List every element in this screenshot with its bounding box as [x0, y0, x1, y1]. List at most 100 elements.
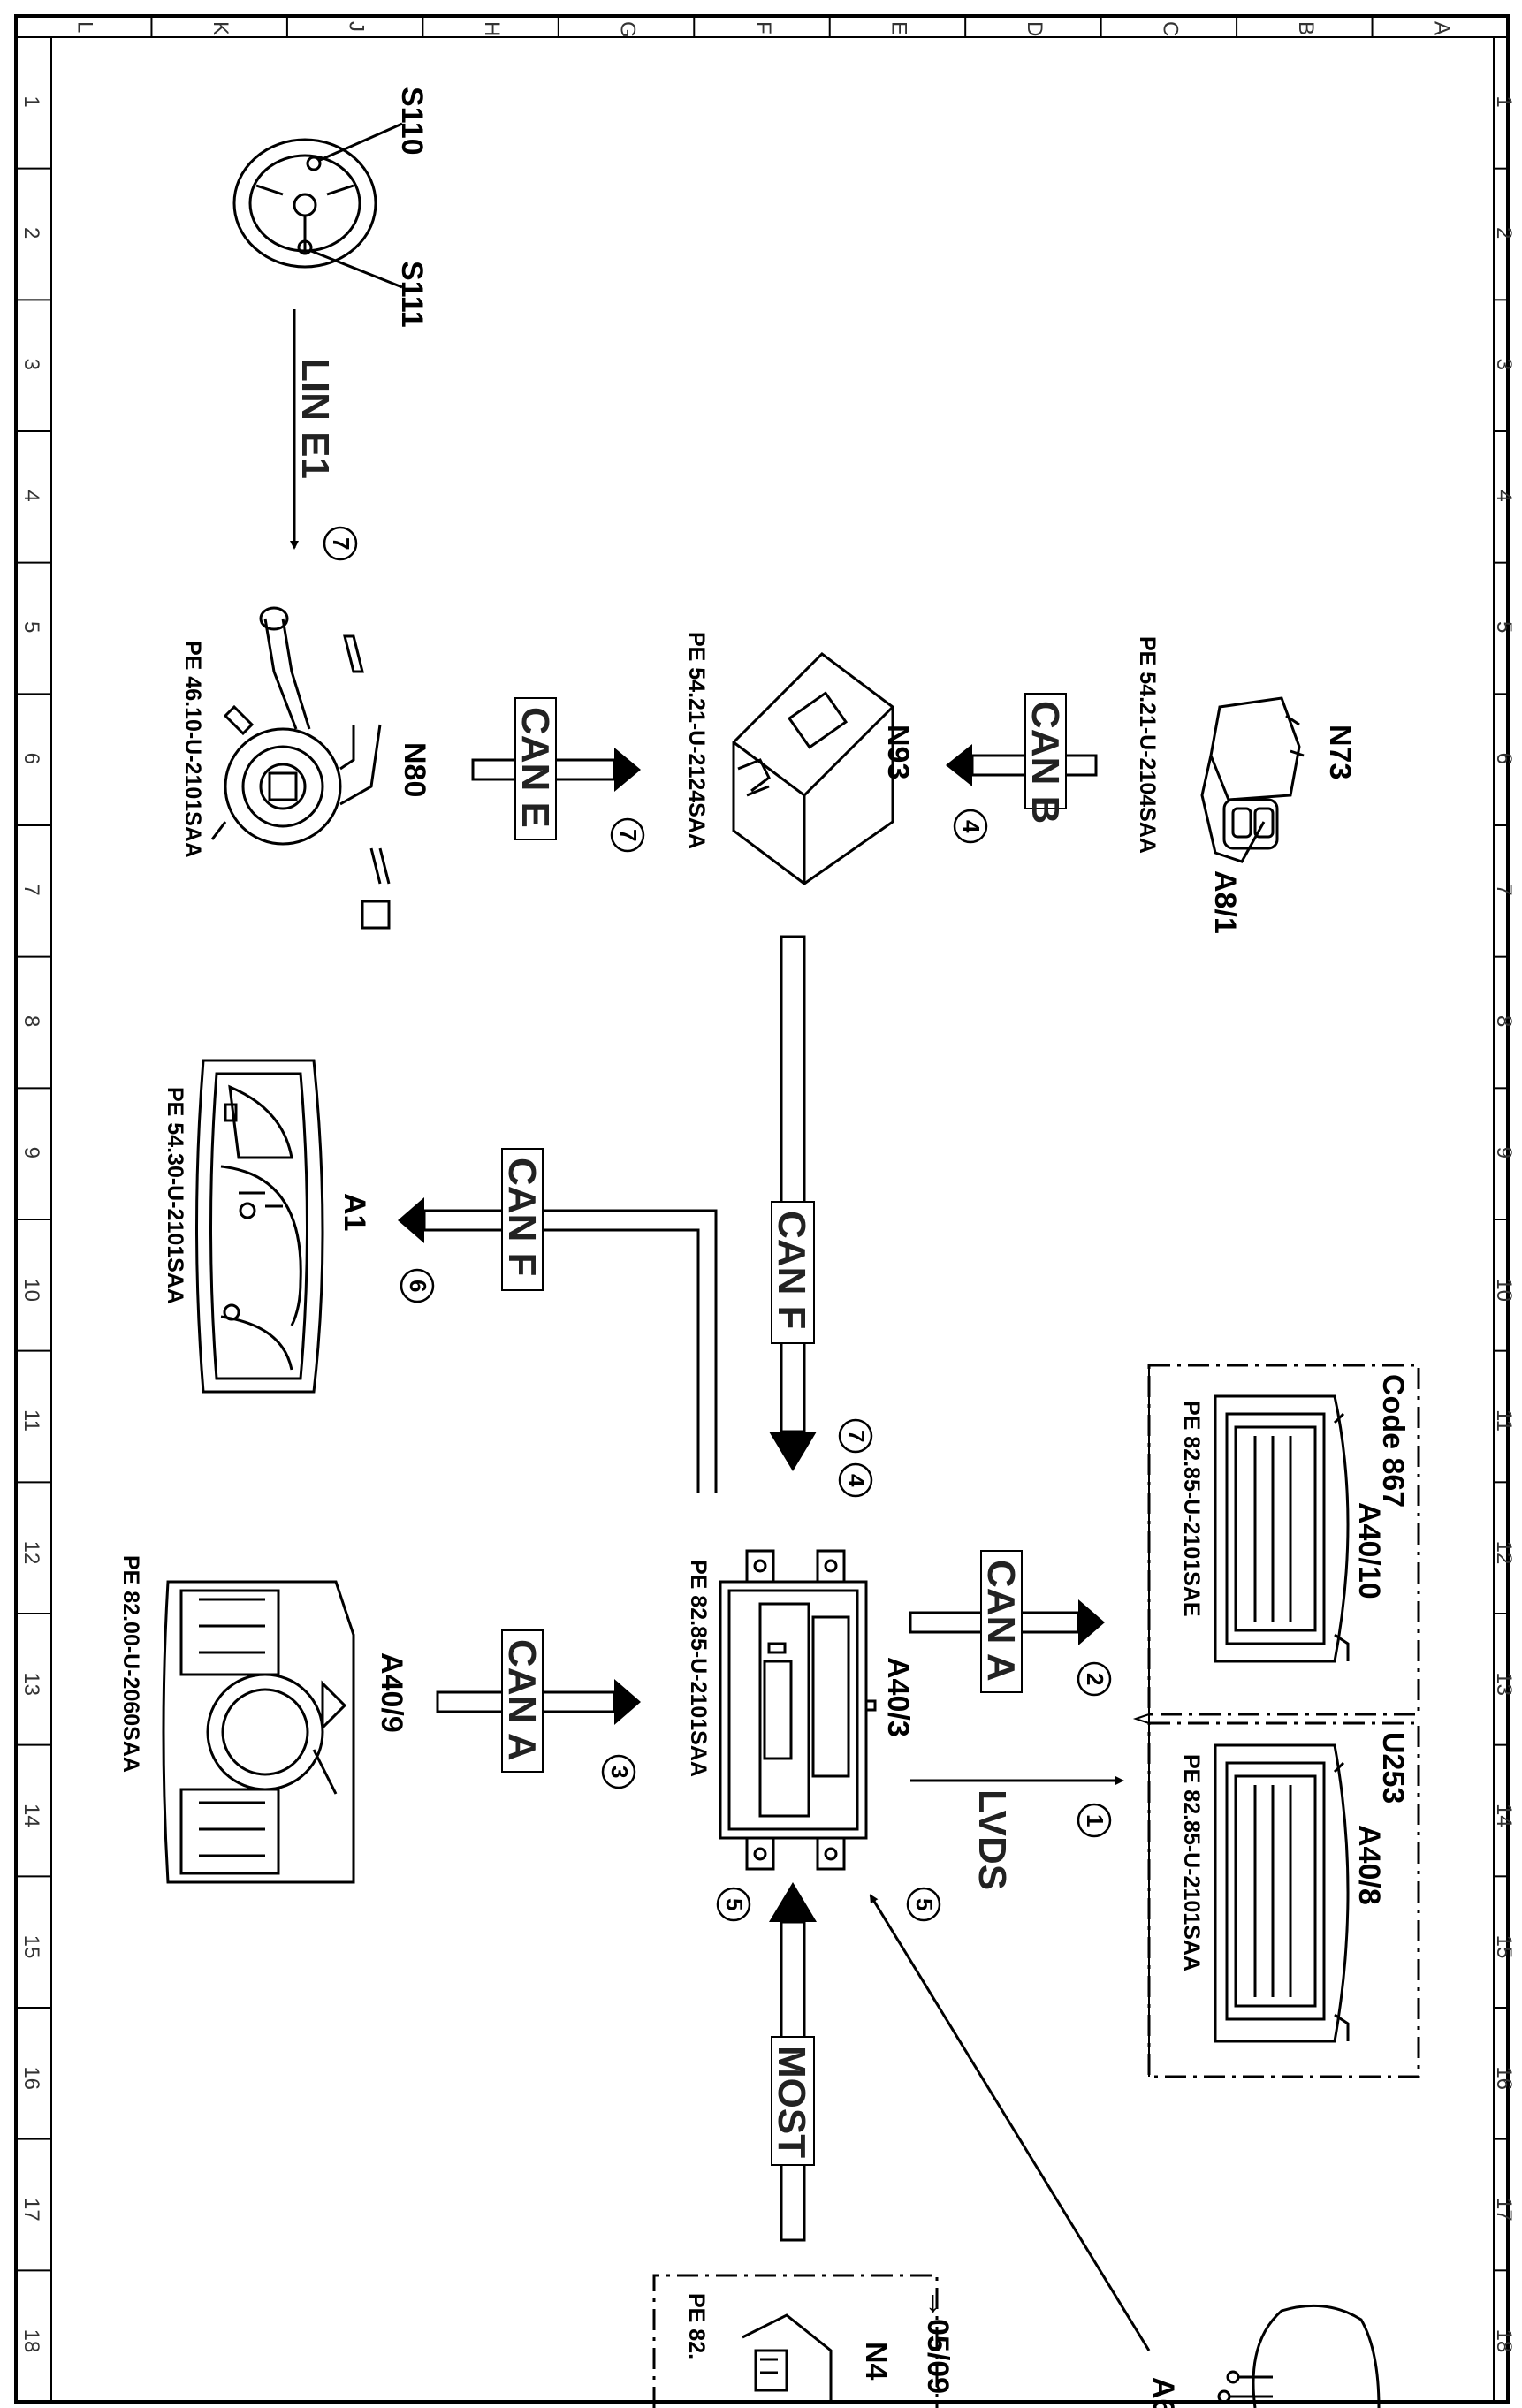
ref-a40-10: PE 82.85-U-2101SAE — [1179, 1401, 1204, 1617]
grid-row-label: 9 — [19, 1147, 43, 1158]
grid-column-label: A — [1429, 21, 1453, 35]
a40-8-display-drawing — [1214, 1743, 1350, 2043]
a1-instrument-cluster-drawing — [195, 1059, 324, 1394]
ignition-switch-drawing — [1200, 696, 1305, 863]
grid-row-label: 4 — [19, 490, 43, 501]
marker-4-can-f: 4 — [843, 1474, 870, 1487]
ref-n73: PE 54.21-U-2104SAA — [1135, 636, 1160, 854]
bus-label-can-e: CAN E — [514, 707, 557, 828]
can-f-a1-arrow — [398, 1197, 718, 1493]
grid-row-label: 6 — [1492, 753, 1516, 764]
grid-row-label: 18 — [19, 2329, 43, 2353]
grid-row-label: 4 — [1492, 490, 1516, 501]
label-a40-3: A40/3 — [881, 1657, 915, 1737]
ref-n80: PE 46.10-U-2101SAA — [180, 641, 205, 858]
ref-n93: PE 54.21-U-2124SAA — [684, 632, 709, 849]
label-a6-partial: A6 — [1146, 2377, 1180, 2408]
grid-row-label: 13 — [19, 1672, 43, 1696]
a6-link-line — [869, 1894, 1151, 2351]
grid-row-label: 12 — [1492, 1541, 1516, 1565]
a6-partial-drawing — [1217, 2304, 1381, 2408]
label-s110: S110 — [395, 87, 429, 156]
grid-row-label: 1 — [1492, 95, 1516, 107]
grid-column-label: F — [751, 21, 775, 34]
label-s111: S111 — [395, 261, 429, 328]
grid-row-label: 5 — [19, 621, 43, 633]
grid-row-label: 5 — [1492, 621, 1516, 633]
grid-row-label: 18 — [1492, 2329, 1516, 2353]
bus-label-lvds: LVDS — [970, 1789, 1014, 1890]
grid-row-label: 10 — [19, 1278, 43, 1302]
marker-2-can-a: 2 — [1082, 1673, 1108, 1685]
marker-6-a1: 6 — [405, 1280, 431, 1292]
grid-row-label: 2 — [19, 227, 43, 239]
grid-column-label: E — [887, 21, 910, 35]
label-code-867: Code 867 — [1376, 1374, 1410, 1508]
grid-column-label: G — [616, 21, 640, 38]
label-n93: N93 — [881, 725, 915, 779]
grid-row-label: 10 — [1492, 1278, 1516, 1302]
ref-n4-partial: PE 82. — [684, 2293, 709, 2359]
grid-row-label: 9 — [1492, 1147, 1516, 1158]
ref-a1: PE 54.30-U-2101SAA — [163, 1087, 187, 1304]
label-a40-10: A40/10 — [1352, 1502, 1386, 1599]
grid-column-label: L — [73, 21, 97, 33]
marker-7-can-e: 7 — [615, 829, 642, 841]
grid-row-label: 17 — [19, 2198, 43, 2222]
a40-3-head-unit-drawing — [719, 1549, 877, 1871]
grid-row-label: 1 — [19, 95, 43, 107]
n93-module-drawing — [732, 652, 894, 885]
bus-label-can-b: CAN B — [1024, 701, 1067, 824]
grid-column-label: D — [1023, 21, 1046, 36]
n80-steering-column-drawing — [210, 606, 391, 930]
label-n4-partial: N4 — [859, 2342, 893, 2381]
marker-7-can-f: 7 — [843, 1430, 870, 1442]
grid-row-label: 8 — [1492, 1015, 1516, 1027]
grid-row-label: 3 — [19, 359, 43, 370]
marker-3-can-a: 3 — [606, 1766, 633, 1778]
grid-row-label: 15 — [19, 1935, 43, 1959]
label-a1: A1 — [338, 1193, 371, 1231]
grid-row-label: 16 — [1492, 2066, 1516, 2090]
marker-5-a6: 5 — [911, 1898, 938, 1910]
grid-row-label: 3 — [1492, 359, 1516, 370]
a40-9-control-panel-drawing — [162, 1580, 355, 1884]
label-u253: U253 — [1376, 1732, 1410, 1804]
grid-row-label: 6 — [19, 753, 43, 764]
label-ref-0509-partial: →05/09 — [921, 2289, 955, 2394]
grid-row-label: 7 — [1492, 884, 1516, 895]
bus-label-can-a-a40-10: CAN A — [979, 1560, 1023, 1682]
grid-row-label: 13 — [1492, 1672, 1516, 1696]
steering-wheel-drawing — [232, 122, 403, 289]
grid-row-label: 15 — [1492, 1935, 1516, 1959]
grid-column-label: H — [480, 21, 504, 36]
bus-label-most: MOST — [770, 2046, 813, 2158]
grid-column-label: J — [345, 21, 369, 32]
grid-row-label: 7 — [19, 884, 43, 895]
label-a40-9: A40/9 — [375, 1652, 408, 1733]
marker-5-most: 5 — [721, 1898, 748, 1910]
can-f-vertical-arrow — [769, 935, 817, 1471]
n4-partial-frame — [652, 2274, 939, 2408]
ref-a40-9: PE 82.00-U-2060SAA — [118, 1555, 143, 1773]
a40-10-display-drawing — [1214, 1394, 1350, 1663]
grid-row-label: 17 — [1492, 2198, 1516, 2222]
marker-4-can-b: 4 — [958, 820, 985, 833]
bus-label-can-f-vertical: CAN F — [770, 1211, 813, 1329]
label-n73: N73 — [1323, 725, 1357, 779]
grid-row-label: 12 — [19, 1541, 43, 1565]
grid-column-label: B — [1294, 21, 1318, 35]
n4-partial-drawing — [742, 2313, 833, 2404]
bus-label-can-a-a40-9: CAN A — [500, 1639, 544, 1761]
grid-row-label: 11 — [1492, 1409, 1516, 1432]
ref-a40-3: PE 82.85-U-2101SAA — [686, 1560, 711, 1777]
grid-row-label: 16 — [19, 2066, 43, 2090]
grid-row-label: 8 — [19, 1015, 43, 1027]
grid-row-label: 2 — [1492, 227, 1516, 239]
grid-row-label: 11 — [19, 1409, 43, 1432]
grid-row-label: 14 — [1492, 1804, 1516, 1827]
marker-7-lin: 7 — [328, 537, 354, 550]
